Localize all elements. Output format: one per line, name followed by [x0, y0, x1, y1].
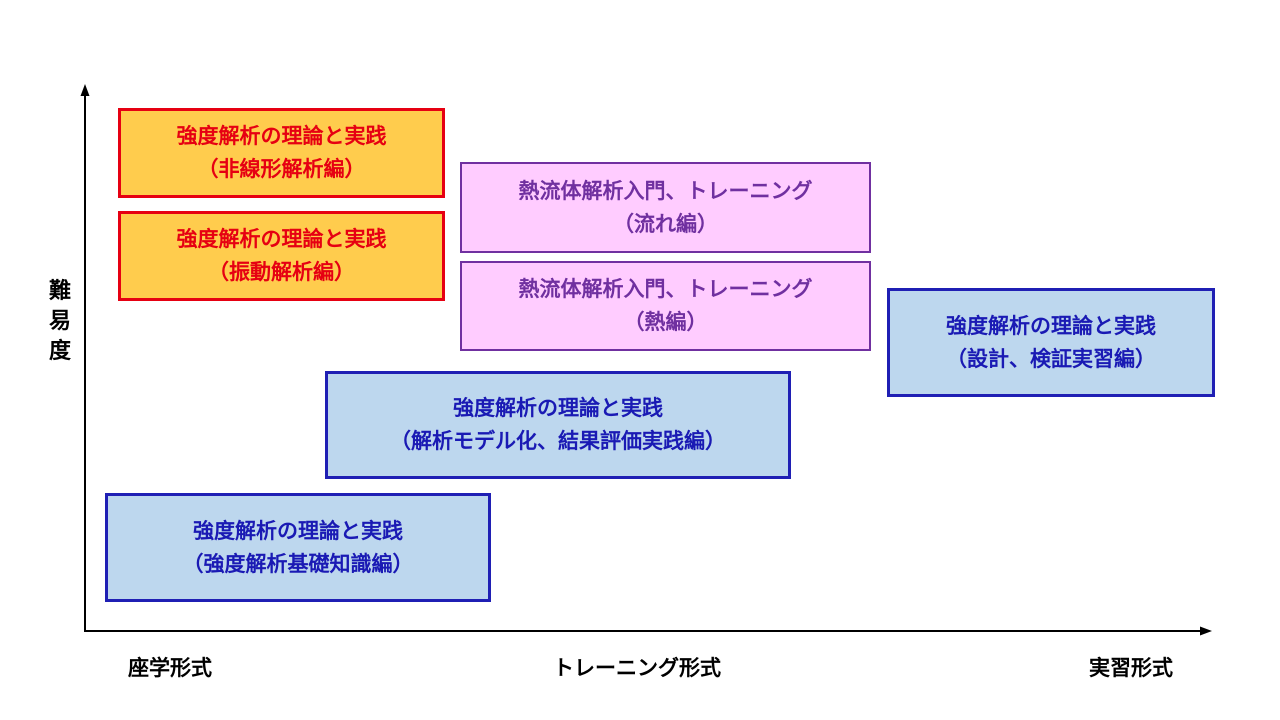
course-box-design-verification: 強度解析の理論と実践 （設計、検証実習編）	[887, 288, 1215, 397]
course-box-subtitle: （熱編）	[623, 310, 708, 334]
course-box-subtitle: （解析モデル化、結果評価実践編）	[390, 429, 726, 453]
x-axis-arrowhead	[1200, 626, 1212, 636]
course-box-title: 強度解析の理論と実践	[453, 396, 663, 420]
course-box-nonlinear-analysis: 強度解析の理論と実践 （非線形解析編）	[118, 108, 445, 198]
course-box-basic-knowledge: 強度解析の理論と実践 （強度解析基礎知識編）	[105, 493, 491, 602]
course-box-title: 強度解析の理論と実践	[946, 313, 1156, 338]
x-axis-label-practice: 実習形式	[1089, 656, 1173, 680]
y-axis-label-char: 度	[48, 339, 71, 364]
course-box-title: 強度解析の理論と実践	[176, 124, 387, 148]
course-box-subtitle: （流れ編）	[613, 211, 718, 236]
y-axis-label-char: 易	[48, 309, 71, 334]
course-box-thermal-fluid-flow: 熱流体解析入門、トレーニング （流れ編）	[460, 162, 871, 253]
course-box-thermal-fluid-heat: 熱流体解析入門、トレーニング （熱編）	[460, 261, 871, 351]
course-box-title: 強度解析の理論と実践	[176, 227, 387, 251]
x-axis-label-training: トレーニング形式	[553, 656, 721, 680]
course-box-vibration-analysis: 強度解析の理論と実践 （振動解析編）	[118, 211, 445, 301]
course-box-subtitle: （非線形解析編）	[197, 157, 366, 181]
course-box-subtitle: （設計、検証実習編）	[946, 346, 1156, 371]
y-axis-arrowhead	[80, 84, 90, 96]
y-axis-label: 難 易 度	[44, 277, 76, 367]
x-axis-label-lecture: 座学形式	[128, 656, 212, 680]
course-box-title: 熱流体解析入門、トレーニング	[518, 178, 813, 203]
course-box-title: 熱流体解析入門、トレーニング	[518, 277, 813, 301]
course-box-modeling-evaluation: 強度解析の理論と実践 （解析モデル化、結果評価実践編）	[325, 371, 791, 479]
course-box-subtitle: （振動解析編）	[208, 260, 355, 284]
y-axis-label-char: 難	[48, 279, 71, 304]
course-box-subtitle: （強度解析基礎知識編）	[182, 551, 414, 576]
course-box-title: 強度解析の理論と実践	[193, 518, 403, 543]
